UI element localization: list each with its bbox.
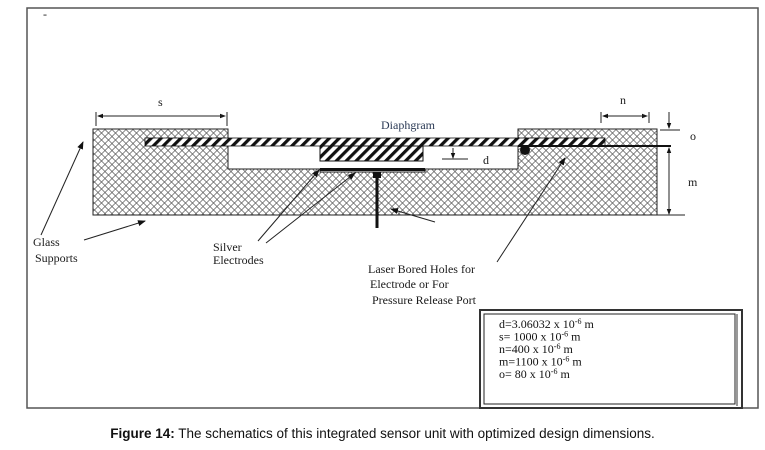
svg-text:Supports: Supports [35,251,78,265]
figure-frame [26,7,759,409]
dimension-o: o [660,112,696,143]
dimension-s: s [95,95,228,126]
laser-hole-right [520,145,530,155]
laser-holes-annotation: Laser Bored Holes for Electrode or For P… [368,157,566,307]
diaphragm-label: Diaphgram [381,118,436,132]
corner-mark: - [43,7,47,21]
diaphragm [144,137,606,147]
caption-text: The schematics of this integrated sensor… [174,426,655,441]
silver-electrode-bottom [320,168,425,171]
dimension-d: d [442,148,489,167]
svg-text:d: d [483,153,489,167]
dimension-n: n [600,93,650,123]
legend-row-s: s= 1000 x 10-6 m [499,330,581,344]
svg-text:o: o [690,129,696,143]
dimension-m: m [657,147,698,216]
dimensions-legend: d=3.06032 x 10-6 ms= 1000 x 10-6 mn=400 … [479,309,743,409]
silver-electrodes-annotation: Silver Electrodes [213,169,356,267]
svg-text:Silver: Silver [213,240,242,254]
svg-text:Laser Bored Holes for: Laser Bored Holes for [368,262,475,276]
figure-caption: Figure 14: The schematics of this integr… [0,426,765,441]
glass-supports-annotation: Glass Supports [33,141,146,265]
svg-text:m: m [688,175,698,189]
svg-text:Glass: Glass [33,235,60,249]
svg-text:Electrode or For: Electrode or For [370,277,449,291]
silver-electrode-top [319,145,424,162]
legend-row-d: d=3.06032 x 10-6 m [499,317,594,331]
legend-row-m: m=1100 x 10-6 m [499,355,582,369]
svg-text:Pressure Release Port: Pressure Release Port [372,293,477,307]
legend-row-n: n=400 x 10-6 m [499,342,573,356]
svg-text:Electrodes: Electrodes [213,253,264,267]
svg-text:s: s [158,95,163,109]
svg-text:n: n [620,93,626,107]
caption-prefix: Figure 14: [110,426,175,441]
legend-row-o: o= 80 x 10-6 m [499,367,570,381]
